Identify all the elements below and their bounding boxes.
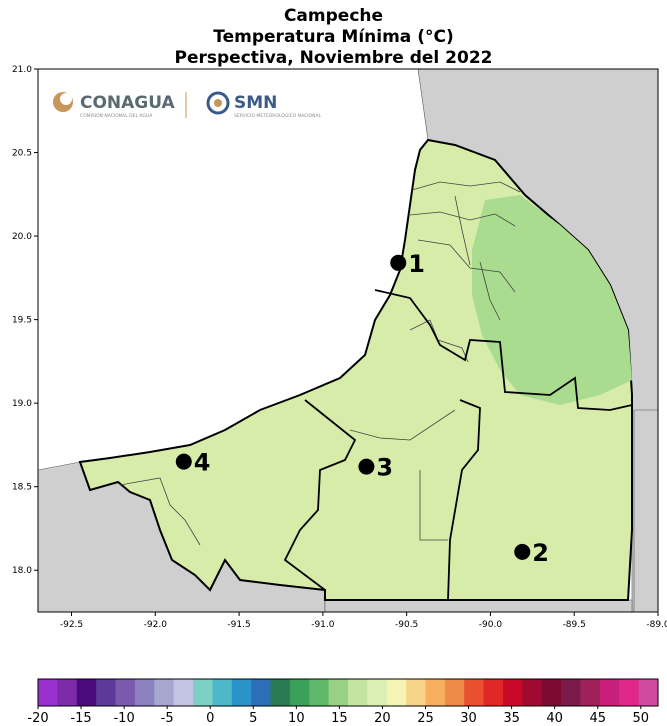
colorbar-swatch	[483, 679, 504, 706]
station-label-2: 2	[532, 539, 549, 567]
colorbar-label: -20	[27, 711, 48, 726]
conagua-logo: CONAGUA COMISIÓN NACIONAL DEL AGUA	[53, 92, 176, 119]
colorbar: -20 -15 -10 -5 0 5 10 15 20 25 30 35 40 45 50	[27, 678, 659, 726]
station-marker-1	[390, 254, 407, 271]
station-label-1: 1	[408, 250, 425, 278]
smn-logo-subtext: SERVICIO METEOROLÓGICO NACIONAL	[234, 112, 322, 119]
x-tick-label: -92.0	[144, 620, 168, 630]
y-tick-label: 20.5	[12, 149, 32, 159]
colorbar-label: 45	[589, 711, 606, 726]
colorbar-label: -5	[161, 711, 174, 726]
station-label-4: 4	[194, 449, 211, 477]
belize-sliver	[633, 409, 659, 613]
colorbar-swatch	[367, 679, 388, 706]
colorbar-swatch	[348, 679, 368, 706]
colorbar-swatch	[96, 679, 116, 706]
colorbar-label: 15	[331, 711, 348, 726]
colorbar-swatch	[270, 679, 291, 706]
colorbar-swatch	[251, 679, 271, 706]
colorbar-swatch	[193, 679, 213, 706]
map-title-line-1: Campeche	[283, 6, 384, 26]
colorbar-swatch	[57, 679, 78, 706]
colorbar-swatch	[212, 679, 233, 706]
conagua-logo-subtext: COMISIÓN NACIONAL DEL AGUA	[80, 112, 153, 119]
colorbar-label: 5	[249, 711, 257, 726]
map-title-line-3: Perspectiva, Noviembre del 2022	[174, 48, 493, 68]
station-marker-4	[175, 453, 192, 470]
state-subregions	[283, 289, 633, 601]
colorbar-swatch	[115, 679, 136, 706]
colorbar-swatch	[134, 679, 155, 706]
x-tick-label: -89.5	[563, 620, 586, 630]
map-panel	[37, 68, 659, 613]
smn-logo-text: SMN	[234, 93, 277, 113]
map-title-line-2: Temperatura Mínima (°C)	[213, 27, 454, 47]
plot-frame	[37, 68, 659, 613]
colorbar-label: 30	[460, 711, 477, 726]
colorbar-label: 0	[206, 711, 214, 726]
colorbar-swatch	[444, 679, 465, 706]
colorbar-swatch	[464, 679, 485, 706]
colorbar-label: -15	[70, 711, 91, 726]
x-tick-label: -91.5	[227, 620, 250, 630]
x-tick-label: -89.0	[646, 620, 667, 630]
colorbar-swatch	[599, 679, 620, 706]
x-tick-label: -91.0	[311, 620, 335, 630]
y-tick-label: 20.0	[12, 232, 32, 242]
colorbar-label: 50	[633, 711, 650, 726]
colorbar-swatch	[289, 679, 310, 706]
colorbar-swatch	[406, 679, 426, 706]
colorbar-swatch	[425, 679, 446, 706]
colorbar-swatch	[173, 679, 194, 706]
y-tick-label: 19.5	[12, 316, 32, 326]
colorbar-swatch	[503, 679, 523, 706]
y-tick-label: 21.0	[12, 65, 32, 75]
colorbar-swatch	[619, 679, 640, 706]
station-marker-2	[514, 543, 531, 560]
smn-logo: SMN SERVICIO METEOROLÓGICO NACIONAL	[206, 91, 322, 119]
colorbar-swatch	[386, 679, 407, 706]
colorbar-frame	[37, 678, 659, 707]
conagua-logo-text: CONAGUA	[80, 93, 176, 113]
colorbar-swatch	[154, 679, 175, 706]
colorbar-swatch	[309, 679, 330, 706]
colorbar-label: 35	[503, 711, 520, 726]
colorbar-swatch	[522, 679, 543, 706]
y-tick-label: 18.5	[12, 483, 32, 493]
x-tick-label: -90.5	[395, 620, 418, 630]
y-tick-label: 18.0	[12, 566, 32, 576]
colorbar-swatch	[76, 679, 97, 706]
colorbar-swatch	[231, 679, 252, 706]
station-markers: 1 2 3 4	[175, 250, 549, 567]
colorbar-label: 20	[374, 711, 391, 726]
guatemala-land	[324, 599, 633, 613]
station-label-3: 3	[376, 454, 393, 482]
axis-ticks: -92.5 -92.0 -91.5 -91.0 -90.5 -90.0 -89.5 -89.0…	[12, 65, 667, 630]
colorbar-swatch	[561, 679, 581, 706]
colorbar-swatch	[38, 679, 58, 706]
x-tick-label: -92.5	[60, 620, 83, 630]
colorbar-label: -10	[113, 711, 134, 726]
colorbar-label: 10	[288, 711, 305, 726]
colorbar-label: 40	[546, 711, 563, 726]
colorbar-swatch	[638, 679, 659, 706]
colorbar-label: 25	[417, 711, 434, 726]
colorbar-swatch	[328, 679, 349, 706]
y-tick-label: 19.0	[12, 399, 32, 409]
temperature-zone-cool	[472, 195, 632, 405]
station-marker-3	[358, 458, 375, 475]
colorbar-swatch	[580, 679, 601, 706]
colorbar-swatch	[541, 679, 562, 706]
x-tick-label: -90.0	[479, 620, 503, 630]
